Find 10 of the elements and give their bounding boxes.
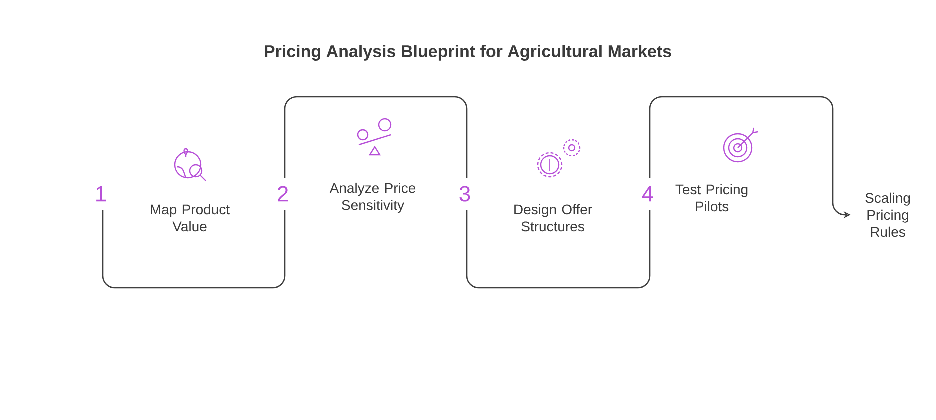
title: Pricing Analysis Blueprint for Agricultural Markets: [265, 45, 672, 61]
step-label: Map Product Value: [151, 204, 230, 232]
step-number: 1: [96, 186, 106, 202]
step-label: Scaling Pricing Rules: [866, 192, 910, 238]
step-number: 3: [460, 186, 470, 202]
step-label: Analyze Price Sensitivity: [330, 182, 416, 214]
step-label: Test Pricing Pilots: [676, 184, 748, 212]
step-label: Design Offer Structures: [514, 204, 592, 232]
step-number: 2: [278, 186, 288, 202]
step-number: 4: [642, 186, 654, 202]
